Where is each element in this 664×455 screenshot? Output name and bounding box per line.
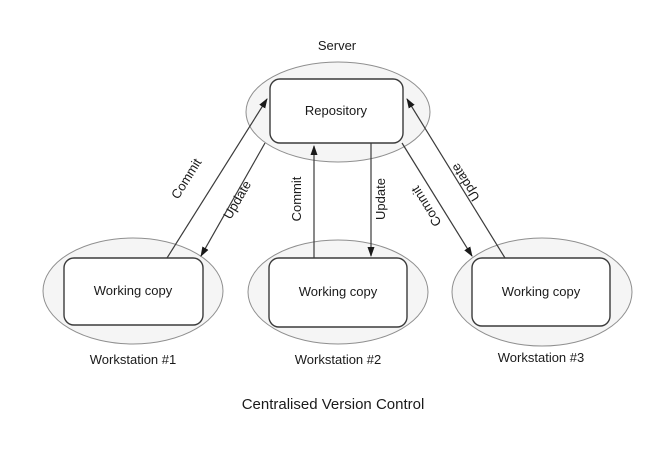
edge-update-ws1: Update — [200, 142, 266, 257]
edge-update-ws2: Update — [367, 143, 388, 257]
commit-label-ws1: Commit — [168, 155, 205, 201]
commit-label-ws2: Commit — [289, 176, 304, 221]
update-arrow-ws3 — [406, 98, 506, 259]
edge-update-ws3: Update — [406, 98, 506, 259]
repository-box — [269, 78, 404, 144]
edge-commit-ws2: Commit — [289, 145, 318, 258]
working-copy-1-label: Working copy — [94, 283, 173, 298]
repository-label: Repository — [305, 103, 368, 118]
update-label-ws2: Update — [373, 178, 388, 220]
working-copy-3-label: Working copy — [502, 284, 581, 299]
working-copy-3-box — [471, 257, 611, 327]
edge-commit-ws3: Commit — [401, 142, 473, 257]
diagram-title: Centralised Version Control — [242, 396, 425, 413]
workstation-2-label: Workstation #2 — [295, 352, 381, 367]
update-label-ws3: Update — [448, 161, 483, 205]
edge-commit-ws1: Commit — [166, 98, 268, 259]
commit-arrow-ws1 — [166, 98, 268, 259]
update-label-ws1: Update — [220, 178, 254, 222]
commit-arrow-ws3 — [401, 142, 473, 257]
server-label: Server — [318, 38, 357, 53]
working-copy-1-box — [63, 257, 204, 326]
workstation-3-zone: Working copy Workstation #3 — [451, 237, 633, 365]
workstation-1-zone: Working copy Workstation #1 — [42, 237, 224, 367]
workstation-1-label: Workstation #1 — [90, 352, 176, 367]
working-copy-2-box — [268, 257, 408, 328]
update-arrow-ws1 — [200, 142, 266, 257]
commit-label-ws3: Commit — [408, 183, 445, 229]
workstation-3-label: Workstation #3 — [498, 350, 584, 365]
server-zone: Server Repository — [245, 38, 431, 163]
working-copy-2-label: Working copy — [299, 284, 378, 299]
workstation-2-zone: Working copy Workstation #2 — [247, 239, 429, 367]
